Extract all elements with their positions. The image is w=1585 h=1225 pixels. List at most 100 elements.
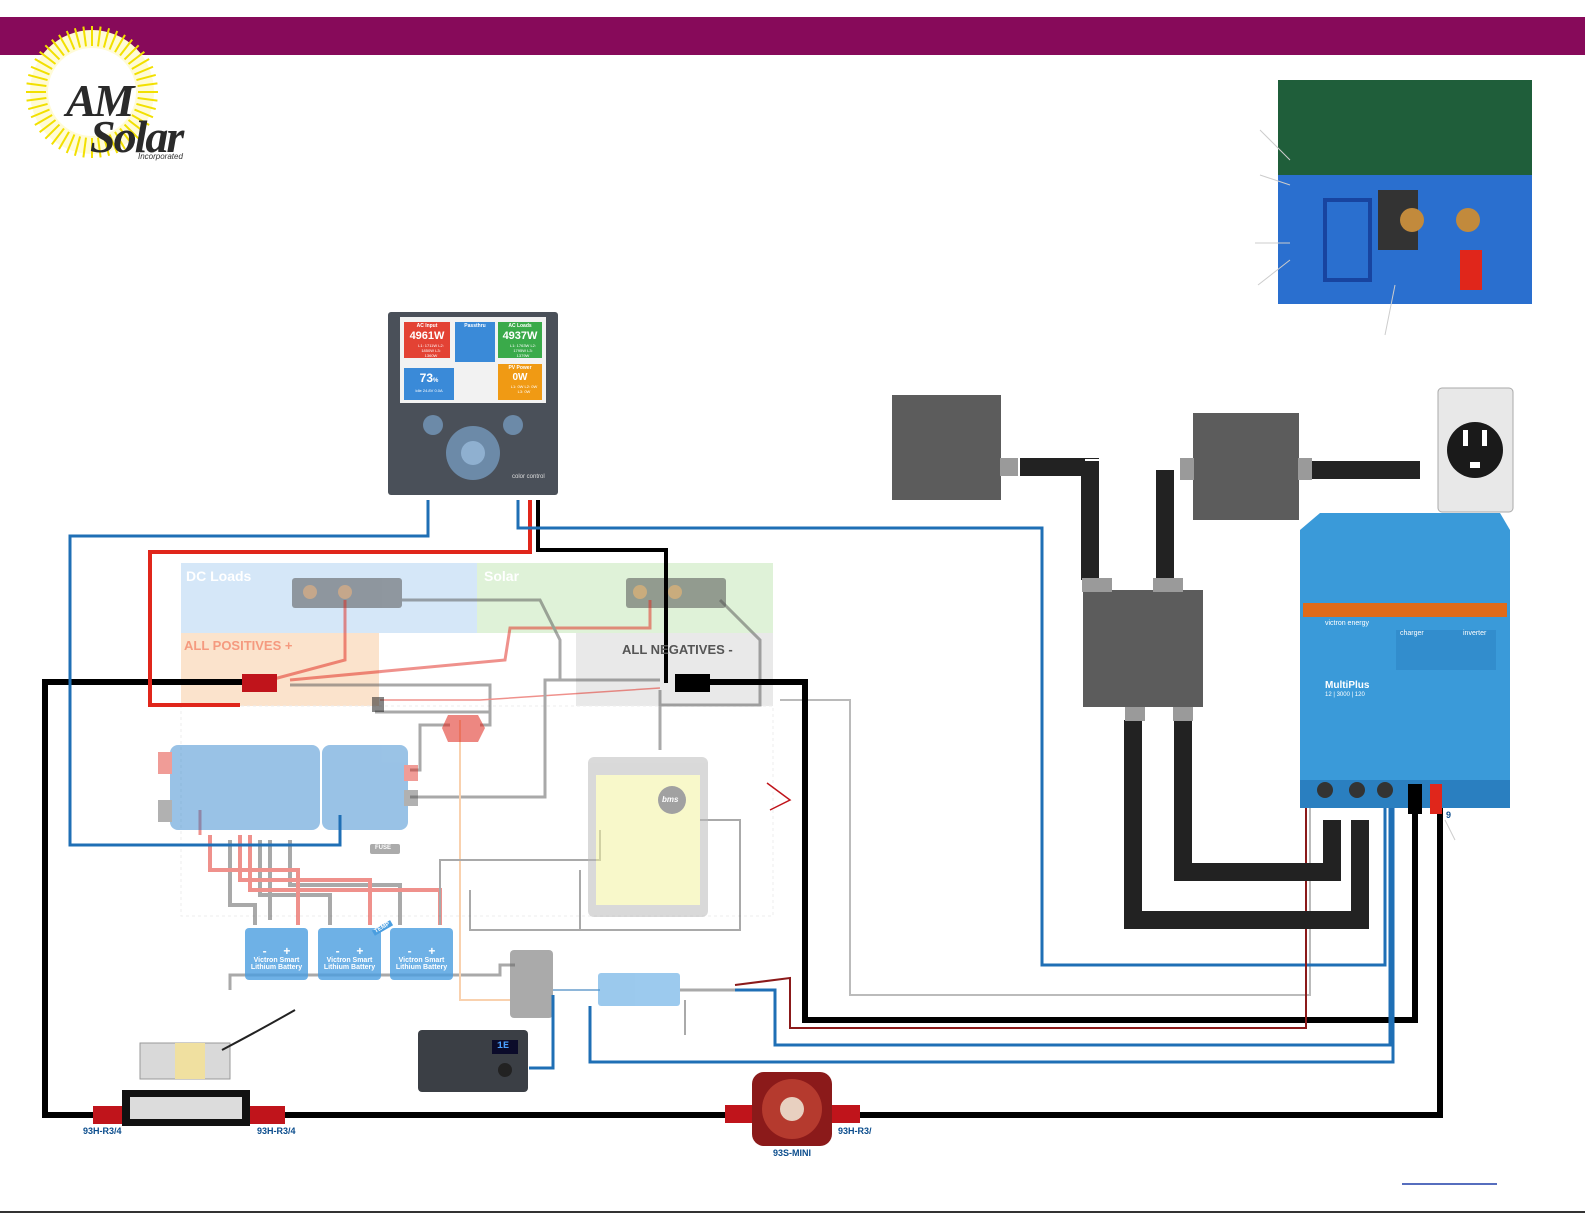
multiplus-charger-title: charger — [1400, 630, 1424, 637]
sun-ray — [51, 127, 65, 145]
multiplus-inverter — [1300, 513, 1510, 814]
sun-ray — [114, 131, 126, 150]
zone-label-positives: ALL POSITIVES + — [184, 638, 293, 653]
ac-source-box — [892, 395, 1001, 500]
gx-brand-text: color control — [512, 474, 545, 480]
bms-label: bms — [662, 795, 679, 804]
cc-positive-wire — [148, 500, 532, 707]
dc-loads-busbar — [292, 578, 402, 608]
color-control-gx — [388, 312, 558, 495]
data-cables — [68, 500, 1395, 1070]
sun-ray — [51, 39, 65, 57]
sun-ray — [131, 114, 150, 126]
sun-ray — [73, 136, 82, 157]
positive-lug — [242, 674, 277, 692]
zone-solar — [477, 563, 773, 633]
small-fuse — [372, 697, 384, 712]
sun-ray — [136, 73, 157, 82]
zone-negatives — [576, 633, 773, 706]
battery-1-plus: + — [283, 944, 291, 958]
sun-ray — [34, 114, 53, 126]
gx-ac-loads-sub: L1: 1763W L2: 1795W L3: 1379W — [509, 343, 537, 358]
ac-panel-box — [1193, 413, 1299, 520]
sun-ray — [30, 65, 50, 76]
transfer-box — [1083, 590, 1203, 707]
part-label-switch-right: 93H-R3/ — [838, 1126, 872, 1136]
gx-pv-value: 0W — [512, 372, 528, 383]
gx-ac-loads-value: 4937W — [502, 330, 538, 342]
battery-2-labels: - + Victron Smart Lithium Battery — [318, 945, 381, 971]
battery-1 — [245, 928, 308, 980]
sun-ray — [119, 39, 133, 57]
sun-ray — [137, 82, 158, 87]
gx-battery-unit: % — [433, 378, 439, 384]
sun-ray — [134, 65, 154, 76]
gx-ac-loads-title: AC Loads — [508, 323, 532, 329]
footer-line — [0, 1211, 1585, 1213]
battery-3-labels: - + Victron Smart Lithium Battery — [390, 945, 453, 971]
part-label-inverter-terminal: 9 — [1446, 810, 1452, 820]
sun-ray — [134, 108, 154, 119]
logo-solar: Solar — [90, 111, 184, 162]
part-label-switch: 93S-MINI — [773, 1148, 812, 1158]
cc-negative-wire — [536, 500, 668, 683]
gx-battery-value: 73% — [404, 371, 454, 385]
battery-1-terminals: - + — [245, 945, 308, 957]
sun-ray — [136, 102, 157, 111]
sun-ray — [58, 34, 70, 53]
logo-am: AM — [66, 75, 135, 126]
sun-ray — [39, 51, 57, 65]
solar-busbar — [626, 578, 726, 608]
battery-3-terminals: - + — [390, 945, 453, 957]
sun-ray — [97, 26, 102, 47]
battery-1-minus: - — [262, 944, 267, 958]
sun-ray — [97, 137, 102, 158]
ac-outlet — [1437, 387, 1514, 513]
part-label-fuse-left: 93H-R3/4 — [83, 1126, 122, 1136]
multiplus-model: MultiPlus — [1325, 680, 1370, 691]
sun-ray — [58, 131, 70, 150]
battery-3-name-1: Victron Smart — [398, 957, 445, 964]
negative-lug — [675, 674, 710, 692]
sun-ray — [127, 119, 145, 133]
inverter-board-photo — [1255, 80, 1532, 841]
digital-multi-control — [418, 1030, 528, 1092]
gx-pv-title: PV Power — [508, 365, 532, 371]
am-solar-logo: AM Solar Incorporated — [18, 22, 218, 172]
battery-2 — [318, 928, 381, 980]
battery-3-minus: - — [407, 944, 412, 958]
sun-ray — [26, 97, 47, 102]
sun-ray — [44, 44, 61, 61]
zone-label-dc-loads: DC Loads — [186, 568, 252, 584]
sun-ray — [119, 127, 133, 145]
sun-ray — [26, 82, 47, 87]
battery-switch — [725, 1072, 860, 1146]
negative-main-cable — [42, 679, 1418, 1118]
sun-ray — [65, 30, 76, 50]
sun-ray — [127, 51, 145, 65]
battery-protect — [510, 950, 553, 1018]
sun-ray — [114, 34, 126, 53]
lynx-distributor — [158, 745, 418, 830]
sun-ray — [65, 134, 76, 154]
battery-2-name-2: Lithium Battery — [323, 964, 376, 971]
battery-3 — [390, 928, 453, 980]
gx-battery-sub: Idle 24.8V 0.0A — [415, 388, 443, 393]
multiplus-inverter-title: inverter — [1463, 630, 1487, 637]
ac-cables — [1020, 458, 1420, 929]
battery-2-terminals: - + — [318, 945, 381, 957]
gx-ac-input-title: AC Input — [416, 323, 438, 329]
breaker-icon — [442, 715, 485, 742]
sun-ray — [108, 134, 119, 154]
sun-ray — [82, 26, 87, 47]
sun-ray — [39, 119, 57, 133]
battery-1-name-1: Victron Smart — [253, 957, 300, 964]
digital-control-display: 1E — [497, 1041, 510, 1052]
gx-battery-percent: 73 — [419, 371, 433, 385]
gx-ac-input-sub: L1: 1711W L2: 1850W L3: 1360W — [418, 343, 444, 358]
sun-ray — [82, 137, 87, 158]
class-t-fuse — [93, 1009, 296, 1126]
sun-ray — [34, 58, 53, 70]
battery-3-name-2: Lithium Battery — [395, 964, 448, 971]
